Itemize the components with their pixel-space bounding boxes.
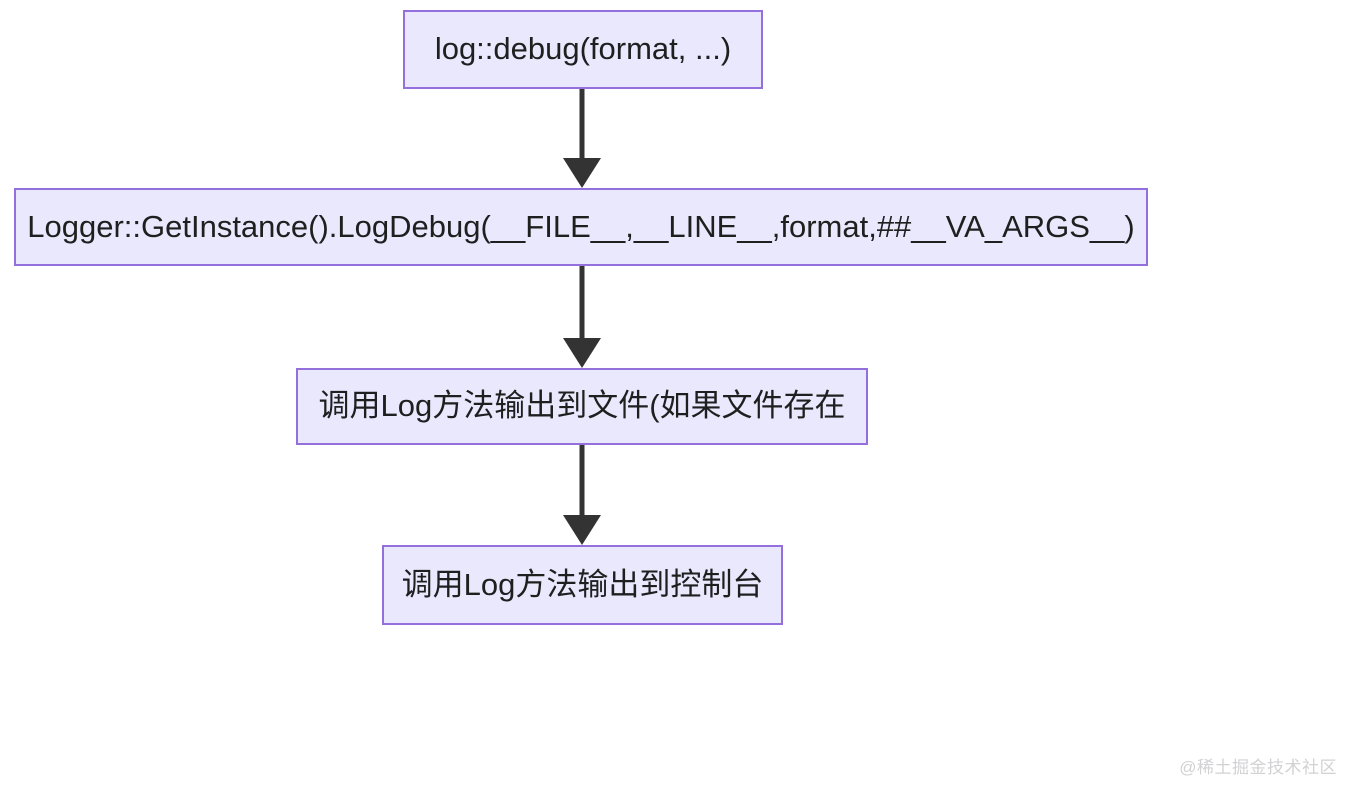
edge-n1-n2 — [563, 89, 601, 188]
flowchart-node-label: log::debug(format, ...) — [434, 31, 732, 67]
flowchart-node-output-to-file[interactable]: 调用Log方法输出到文件(如果文件存在 — [296, 368, 868, 445]
flowchart-node-label: 调用Log方法输出到文件(如果文件存在 — [318, 388, 846, 424]
edge-n3-n4 — [563, 445, 601, 545]
watermark: @稀土掘金技术社区 — [1179, 758, 1337, 777]
flowchart-node-label: 调用Log方法输出到控制台 — [401, 566, 764, 602]
flowchart-node-label: Logger::GetInstance().LogDebug(__FILE__,… — [27, 208, 1135, 244]
edge-n2-n3 — [563, 266, 601, 368]
flowchart-node-logger-getinstance-logdebug[interactable]: Logger::GetInstance().LogDebug(__FILE__,… — [14, 188, 1148, 266]
flowchart-node-log-debug[interactable]: log::debug(format, ...) — [403, 10, 763, 89]
flowchart-node-output-to-console[interactable]: 调用Log方法输出到控制台 — [382, 545, 783, 625]
